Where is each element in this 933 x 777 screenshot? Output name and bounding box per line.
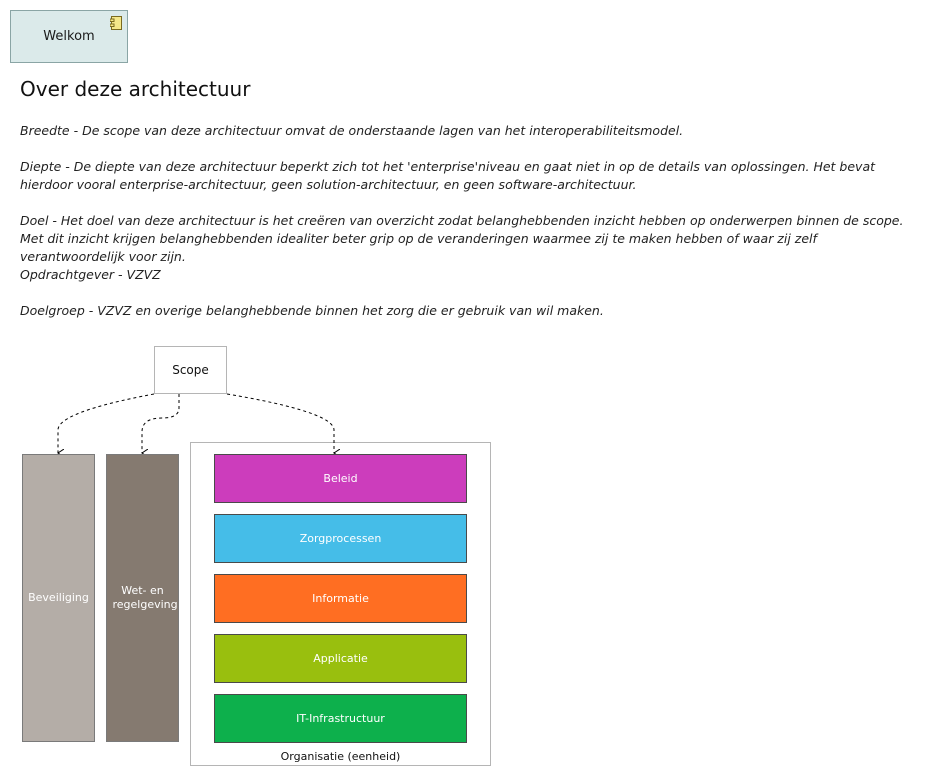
- organisatie-label: Organisatie (eenheid): [280, 750, 401, 763]
- paragraph-diepte: Diepte - De diepte van deze architectuur…: [20, 159, 876, 192]
- layer-infrastructuur-label: IT-Infrastructuur: [296, 712, 385, 725]
- component-icon: [110, 16, 122, 30]
- beveiliging-column[interactable]: Beveiliging: [22, 454, 95, 742]
- page-title: Over deze architectuur: [20, 77, 251, 101]
- welkom-label: Welkom: [43, 29, 95, 44]
- scope-box[interactable]: Scope: [154, 346, 227, 394]
- scope-label: Scope: [172, 363, 209, 377]
- layer-zorgprocessen[interactable]: Zorgprocessen: [214, 514, 467, 563]
- layer-zorgprocessen-label: Zorgprocessen: [299, 532, 382, 545]
- paragraph-doelgroep: Doelgroep - VZVZ en overige belanghebben…: [20, 303, 604, 318]
- wet-regelgeving-label: Wet- en regelgeving: [112, 584, 178, 611]
- wet-regelgeving-column[interactable]: Wet- en regelgeving: [106, 454, 179, 742]
- welkom-button[interactable]: Welkom: [10, 10, 128, 63]
- paragraph-doel: Doel - Het doel van deze architectuur is…: [20, 213, 904, 264]
- paragraph-opdrachtgever: Opdrachtgever - VZVZ: [20, 267, 161, 282]
- connector-wet-regelgeving: [142, 394, 180, 453]
- layer-beleid-label: Beleid: [323, 472, 358, 485]
- layer-beleid[interactable]: Beleid: [214, 454, 467, 503]
- layer-informatie[interactable]: Informatie: [214, 574, 467, 623]
- layer-infrastructuur[interactable]: IT-Infrastructuur: [214, 694, 467, 743]
- layer-applicatie[interactable]: Applicatie: [214, 634, 467, 683]
- beveiliging-label: Beveiliging: [28, 591, 89, 604]
- paragraph-breedte: Breedte - De scope van deze architectuur…: [20, 123, 684, 138]
- layer-applicatie-label: Applicatie: [313, 652, 368, 665]
- connector-beveiliging: [58, 393, 155, 453]
- layer-informatie-label: Informatie: [312, 592, 369, 605]
